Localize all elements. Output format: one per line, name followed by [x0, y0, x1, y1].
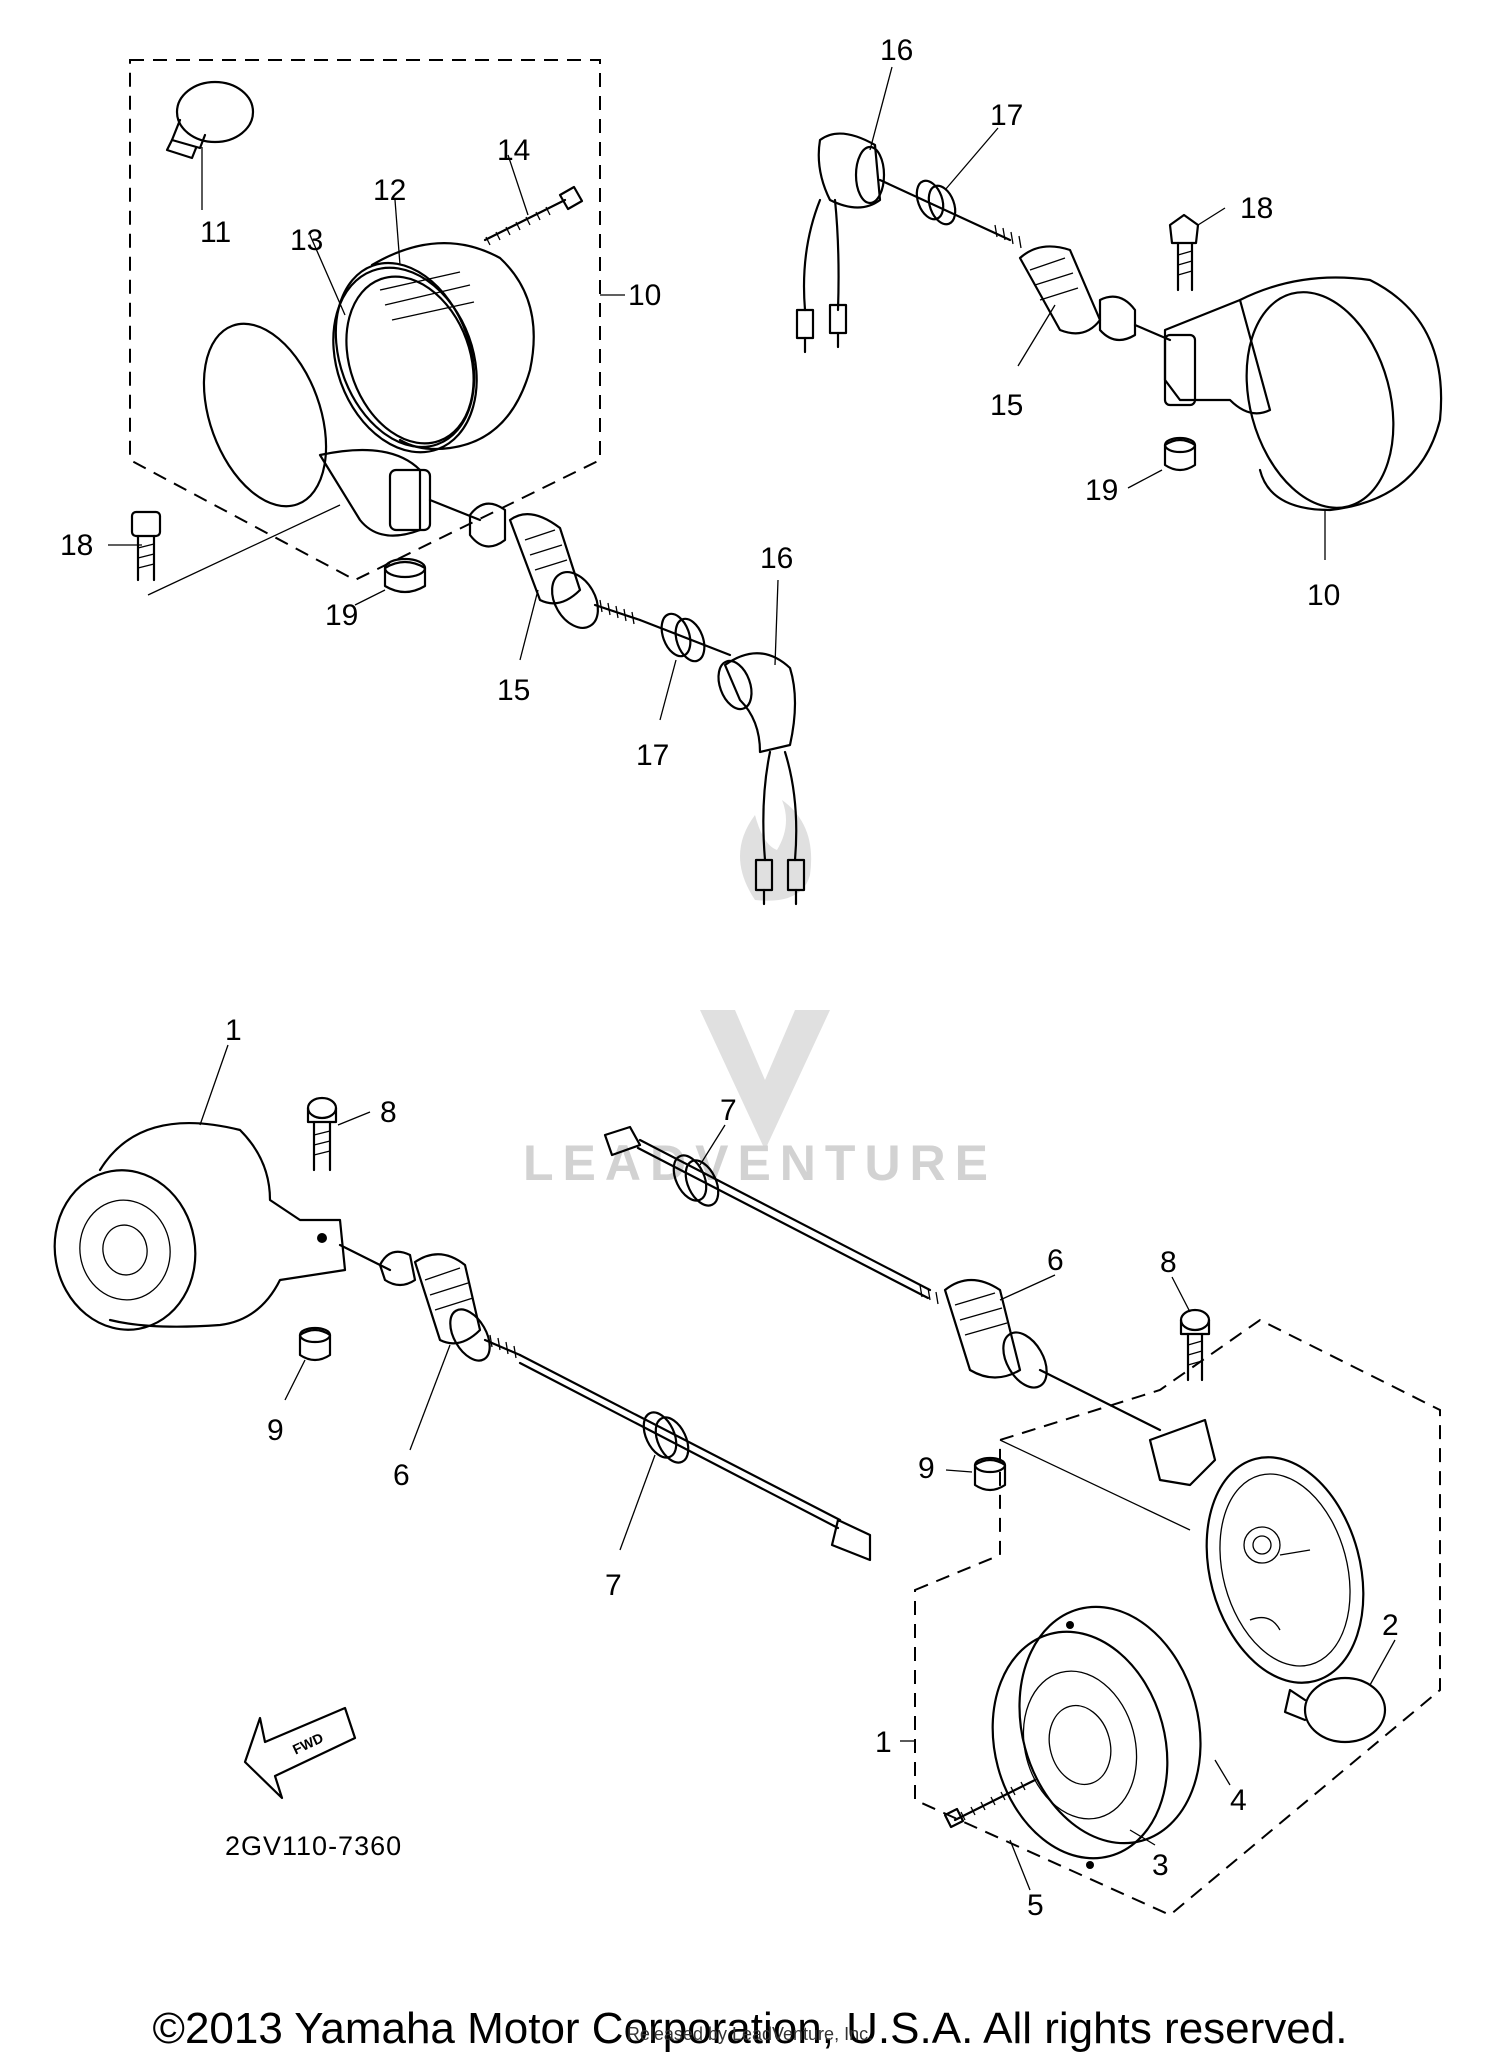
callout-1-top: 1: [225, 1014, 242, 1047]
release-stamp: Released by LeadVenture, Inc.: [626, 2024, 874, 2044]
fwd-arrow: FWD: [243, 1706, 357, 1800]
callout-9-left: 9: [267, 1414, 284, 1447]
callout-15-right: 15: [990, 389, 1023, 422]
callout-19-left: 19: [325, 599, 358, 632]
callout-3: 3: [1152, 1849, 1169, 1882]
callout-6-right: 6: [1047, 1244, 1064, 1277]
callout-5: 5: [1027, 1889, 1044, 1922]
callout-18-right: 18: [1240, 192, 1273, 225]
callout-16-left: 16: [760, 542, 793, 575]
callout-4: 4: [1230, 1784, 1247, 1817]
upper-right-assembly: [795, 66, 1443, 560]
lower-left-assembly: [53, 1044, 872, 1562]
reference-code: 2GV110-7360: [225, 1831, 402, 1861]
callout-13: 13: [290, 224, 323, 257]
callout-16-right: 16: [880, 34, 913, 67]
watermark: LEADVENTURE: [523, 800, 997, 1191]
callout-7-right: 7: [720, 1094, 737, 1127]
callout-12: 12: [373, 174, 406, 207]
callout-18-left: 18: [60, 529, 93, 562]
callout-17-left: 17: [636, 739, 669, 772]
callout-6-left: 6: [393, 1459, 410, 1492]
lower-right-assembly: [603, 1124, 1441, 1917]
upper-left-assembly: [108, 59, 806, 906]
callout-14: 14: [497, 134, 530, 167]
callout-10-left: 10: [628, 279, 661, 312]
callout-2: 2: [1382, 1609, 1399, 1642]
watermark-text: LEADVENTURE: [523, 1135, 997, 1191]
callout-17-right: 17: [990, 99, 1023, 132]
callout-15-left: 15: [497, 674, 530, 707]
callout-19-right: 19: [1085, 474, 1118, 507]
callout-8-left: 8: [380, 1096, 397, 1129]
copyright-notice: ©2013 Yamaha Motor Corporation, U.S.A. A…: [152, 2004, 1348, 2053]
callout-10-right: 10: [1307, 579, 1340, 612]
callout-7-left: 7: [605, 1569, 622, 1602]
callout-11: 11: [200, 216, 231, 249]
callout-8-right: 8: [1160, 1246, 1177, 1279]
callout-9-right: 9: [918, 1452, 935, 1485]
callout-1-right: 1: [875, 1726, 892, 1759]
